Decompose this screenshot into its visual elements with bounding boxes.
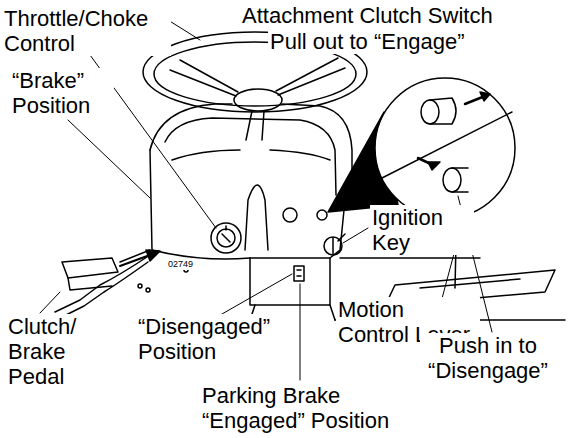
callout-label: Clutch/ Brake Pedal [6,314,92,389]
callout-label: Push in to “Disengage” [420,333,556,383]
callout-label: “Brake” Position [10,68,114,118]
callout-label: “Disengaged” Position [136,314,290,364]
callout-label: Parking Brake “Engaged” Position [200,383,409,433]
callout-label: Ignition Key [370,205,474,255]
callout-label: Throttle/Choke Control [2,6,171,56]
callout-label: Attachment Clutch Switch [240,3,495,28]
part-number: 02749 [168,259,193,270]
callout-label: Pull out to “Engage” [268,29,466,54]
